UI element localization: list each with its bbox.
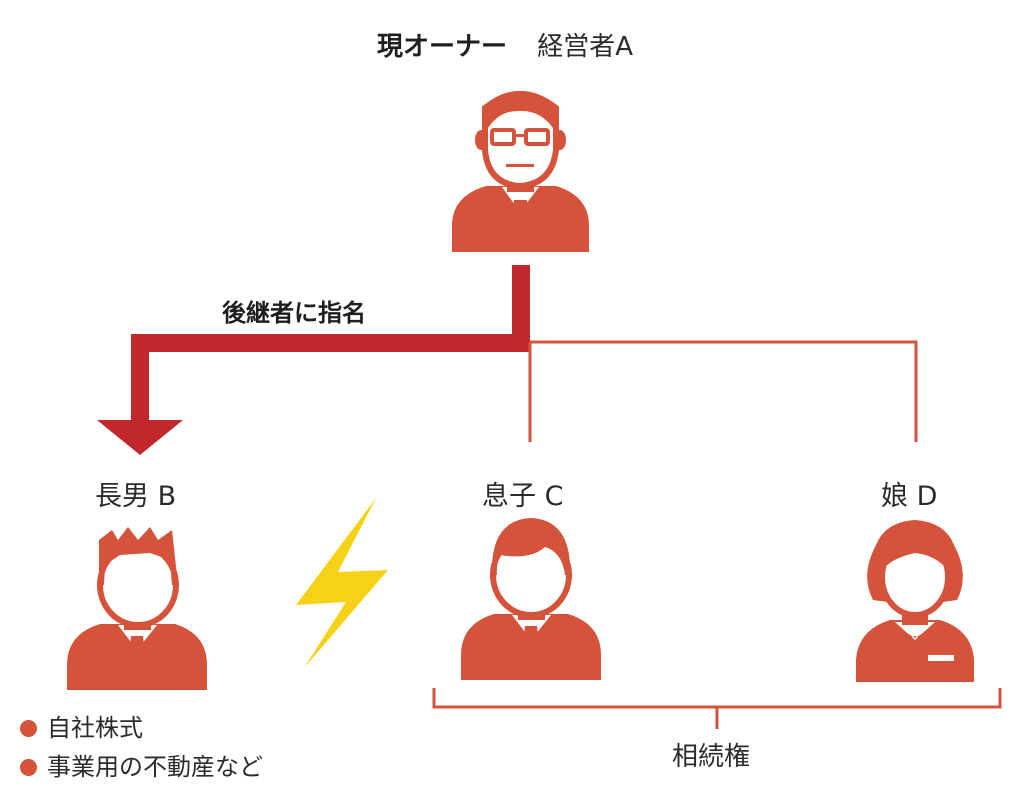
child-label-b: 長男 B bbox=[95, 481, 177, 512]
inheritance-label: 相続権 bbox=[672, 742, 751, 772]
assets-list: 自社株式 事業用の不動産など bbox=[20, 708, 263, 782]
son-b-person-icon bbox=[67, 527, 207, 690]
lightning-bolt-icon bbox=[296, 498, 388, 668]
owner-person-icon bbox=[452, 91, 589, 252]
asset-item: 自社株式 bbox=[20, 708, 263, 743]
bullet-icon bbox=[20, 720, 37, 737]
down-arrow-icon bbox=[97, 420, 183, 455]
successor-arrow-label: 後継者に指名 bbox=[222, 299, 366, 327]
owner-title-name: 経営者A bbox=[537, 32, 633, 62]
child-label-c: 息子 C bbox=[482, 481, 564, 512]
inheritance-tree-lines bbox=[528, 340, 918, 442]
inheritance-bracket bbox=[432, 688, 1002, 729]
owner-title: 現オーナー 経営者A bbox=[377, 26, 633, 63]
child-label-d: 娘 D bbox=[881, 481, 938, 512]
daughter-d-person-icon bbox=[856, 520, 974, 682]
bullet-icon bbox=[20, 759, 37, 776]
asset-item: 事業用の不動産など bbox=[20, 747, 263, 782]
son-c-person-icon bbox=[461, 518, 601, 680]
succession-arrow bbox=[97, 265, 530, 455]
owner-title-role: 現オーナー bbox=[377, 32, 508, 62]
